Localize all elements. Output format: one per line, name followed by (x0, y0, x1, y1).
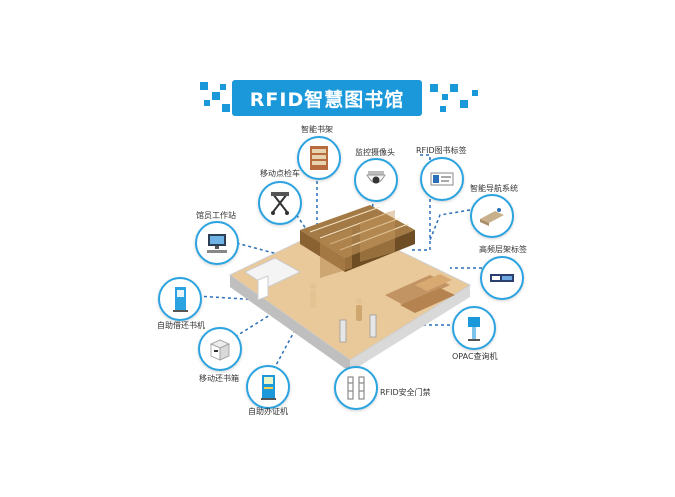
node-mobile-cart (258, 181, 302, 225)
label-return-box: 移动还书箱 (199, 374, 239, 383)
label-self-checkout: 自助借还书机 (157, 321, 205, 330)
reading-tables (385, 274, 455, 313)
bookshelf-cluster (300, 205, 415, 278)
security-gate-icon (347, 376, 365, 400)
gate-posts (339, 314, 377, 343)
people-figures (310, 283, 362, 321)
label-opac: OPAC查询机 (452, 352, 498, 361)
diagram-title: RFID智慧图书馆 (232, 80, 422, 116)
kiosk-icon (173, 287, 188, 312)
cart-icon (271, 192, 289, 215)
node-security-gate (334, 366, 378, 410)
label-card-machine: 自助办证机 (248, 407, 288, 416)
tag-label-icon (430, 172, 454, 186)
label-mobile-cart: 移动点检车 (260, 169, 300, 178)
node-opac (452, 306, 496, 350)
node-staff-station (195, 221, 239, 265)
node-shelf-tag (480, 256, 524, 300)
shelf-tag-icon (490, 274, 514, 282)
node-card-machine (246, 365, 290, 409)
card-kiosk-icon (261, 375, 276, 400)
service-counter (243, 257, 302, 301)
camera-icon (366, 171, 386, 184)
node-rfid-tag (420, 157, 464, 201)
computer-icon (207, 234, 227, 253)
label-smart-shelf: 智能书架 (301, 125, 333, 134)
node-return-box (198, 327, 242, 371)
shelf-navigation-icon (480, 208, 504, 226)
node-smart-shelf (297, 136, 341, 180)
floor-base-side (230, 275, 470, 372)
bookshelf-icon (310, 146, 328, 170)
node-camera (354, 158, 398, 202)
label-staff-station: 馆员工作站 (196, 211, 236, 220)
label-camera: 监控摄像头 (355, 148, 395, 157)
label-rfid-tag: RFID图书标签 (416, 146, 467, 155)
label-navigation: 智能导航系统 (470, 184, 518, 193)
node-navigation (470, 194, 514, 238)
opac-terminal-icon (468, 317, 480, 341)
label-security-gate: RFID安全门禁 (380, 388, 431, 397)
node-self-checkout (158, 277, 202, 321)
return-box-icon (210, 339, 230, 361)
label-shelf-tag: 高频层架标签 (479, 245, 527, 254)
